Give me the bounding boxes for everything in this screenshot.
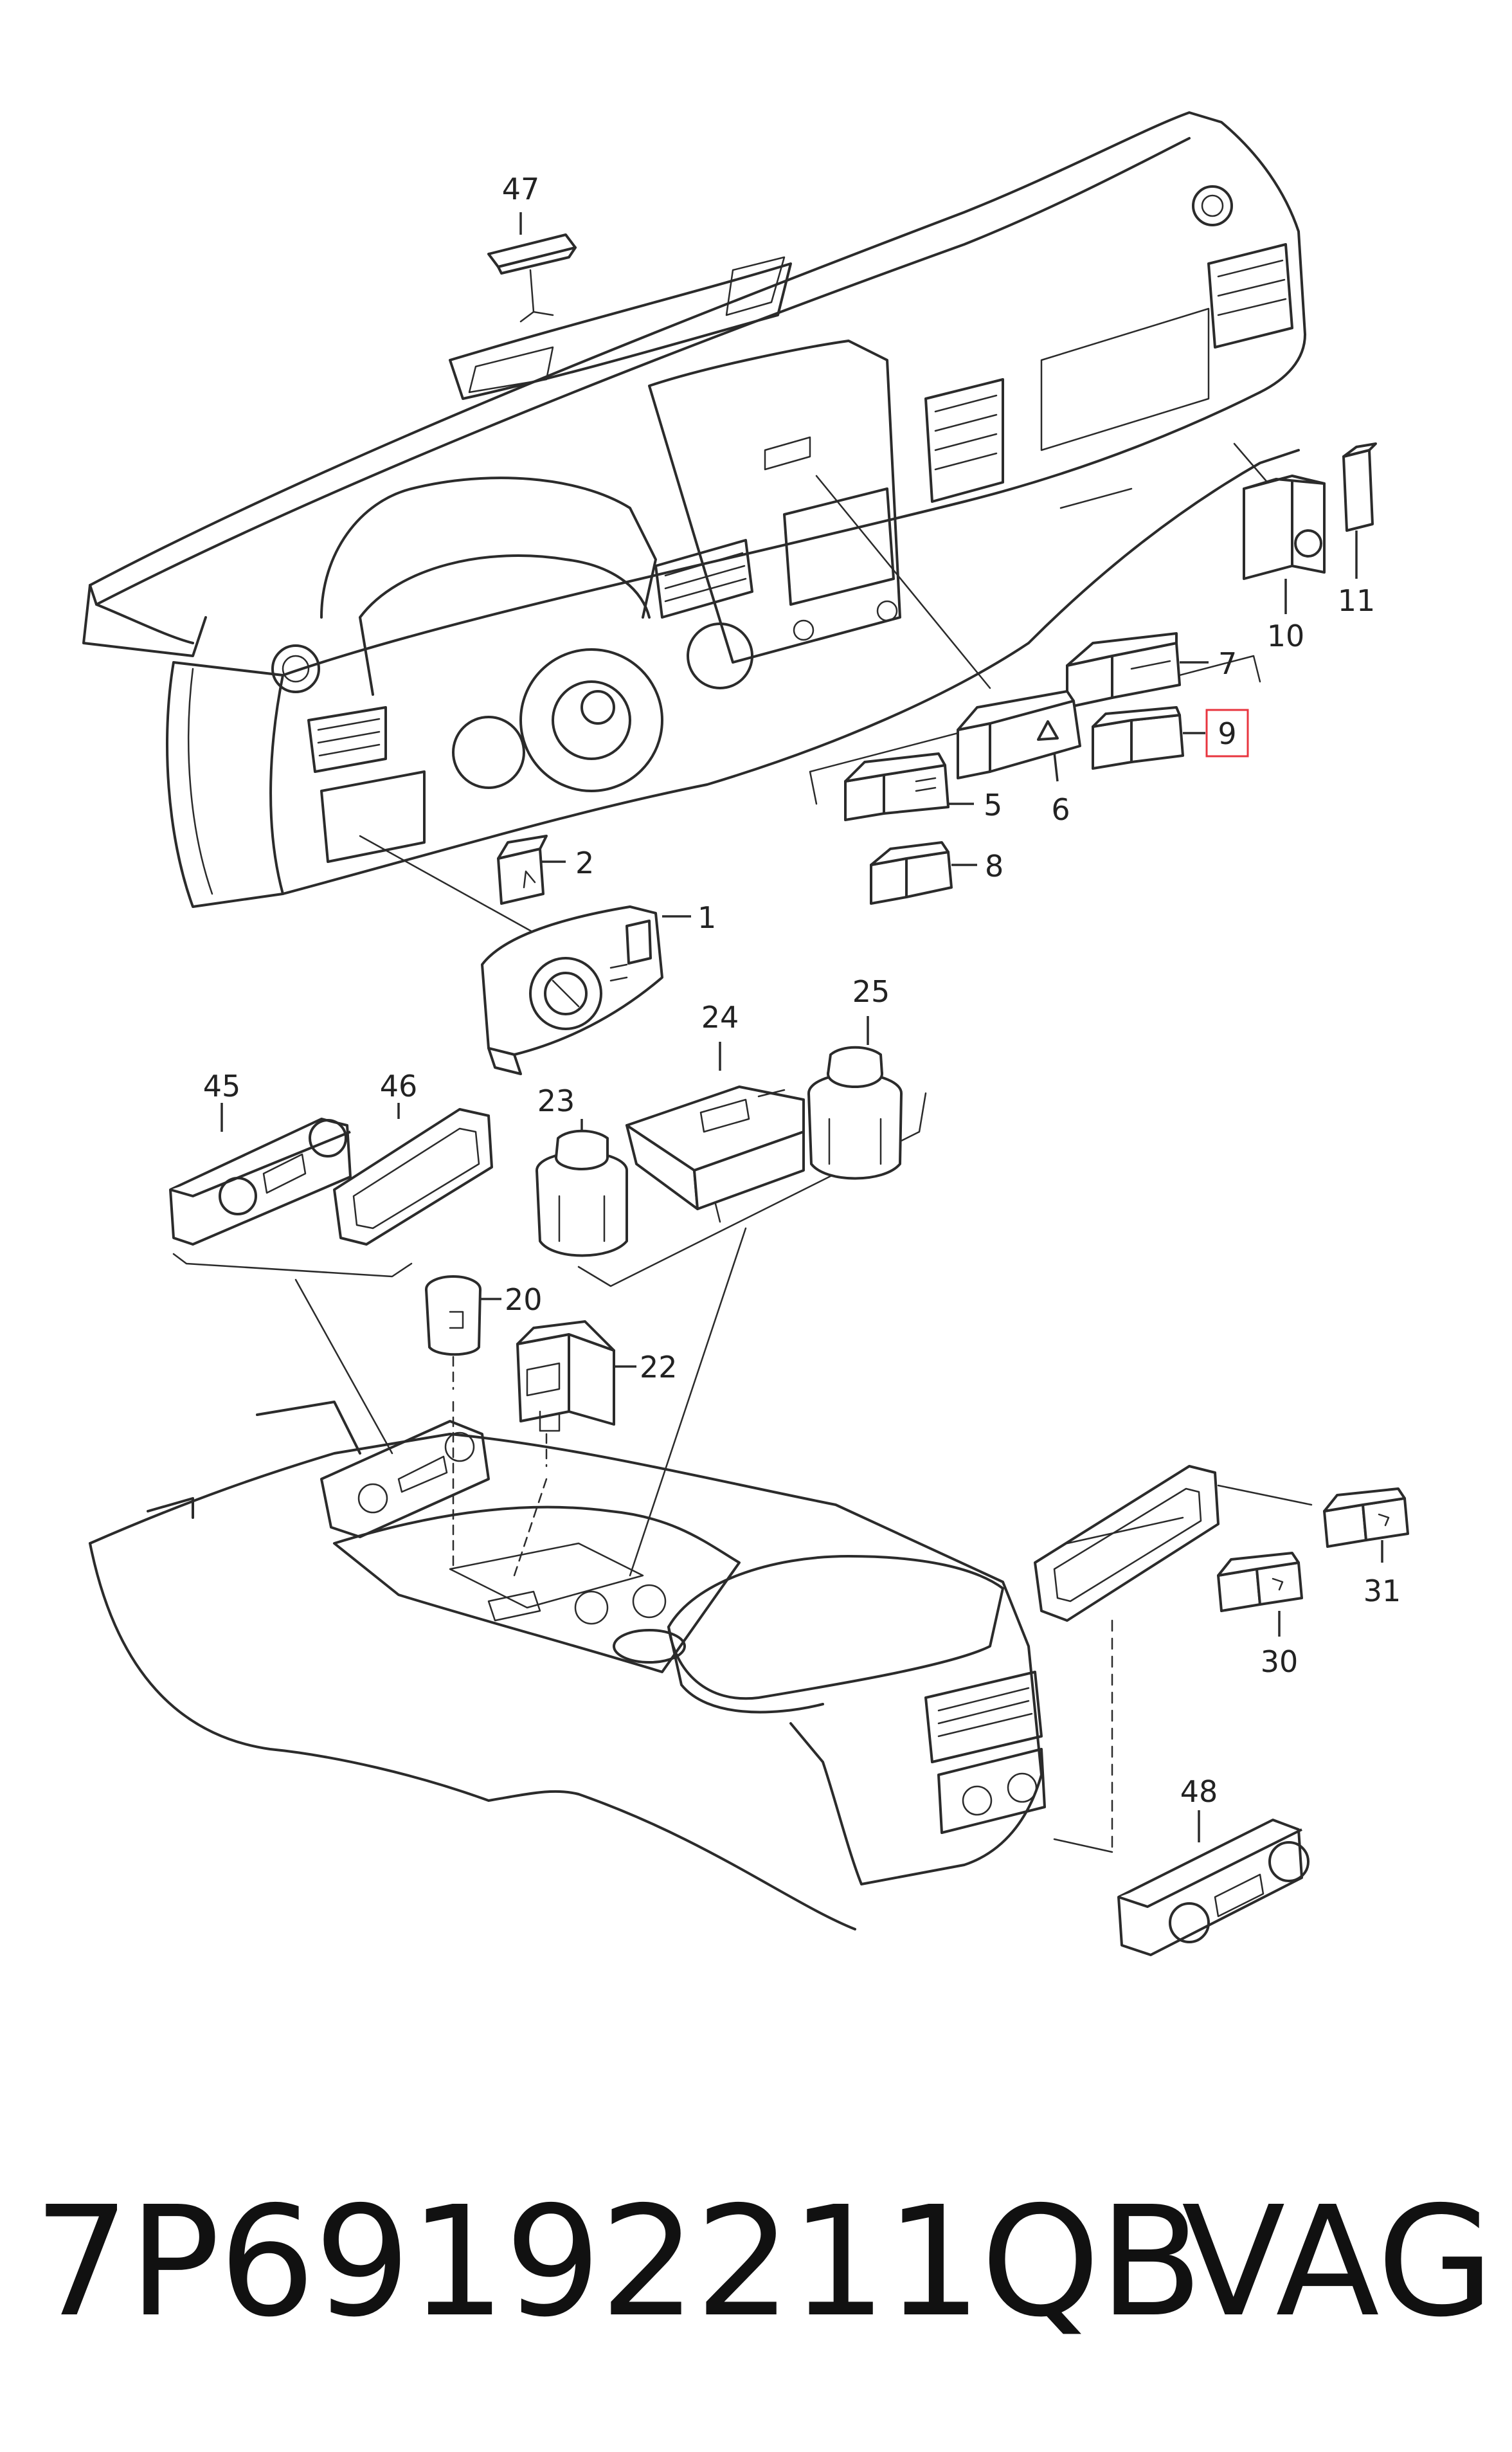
part-46 [333, 1103, 493, 1246]
brand-name: VAG [1182, 2174, 1495, 2350]
part-30 [1217, 1552, 1303, 1637]
callout-31: 31 [1364, 1574, 1401, 1608]
part-9 [1092, 706, 1205, 770]
part-22 [516, 1320, 636, 1467]
part-number: 7P69192211QB [33, 2174, 1203, 2350]
part-20 [425, 1275, 501, 1390]
callout-5: 5 [984, 788, 1002, 822]
callout-48: 48 [1180, 1774, 1218, 1809]
callout-6: 6 [1051, 792, 1070, 827]
callout-8: 8 [985, 849, 1004, 884]
callout-11: 11 [1338, 583, 1376, 618]
part-7 [1066, 632, 1209, 709]
part-24 [626, 1042, 805, 1210]
part-25 [807, 1016, 903, 1180]
center-console-illustration [89, 1227, 1046, 1930]
part-8 [870, 841, 977, 905]
part-5 [844, 752, 974, 821]
callout-10: 10 [1267, 619, 1305, 653]
callout-1: 1 [698, 900, 716, 935]
climate-panel-bracket [172, 1253, 413, 1278]
callout-47: 47 [502, 172, 540, 206]
callout-46: 46 [380, 1069, 418, 1103]
dashboard-illustration [82, 111, 1306, 934]
part-2 [497, 835, 566, 905]
part-11 [1342, 442, 1377, 579]
callout-24: 24 [701, 1000, 739, 1035]
callout-22: 22 [640, 1350, 678, 1385]
part-6 [957, 690, 1081, 782]
callout-7: 7 [1218, 646, 1237, 681]
part-1 [481, 905, 691, 1075]
callout-30: 30 [1261, 1644, 1299, 1679]
callout-9-highlight [1205, 709, 1249, 758]
part-31 [1323, 1487, 1409, 1563]
part-45 [169, 1103, 352, 1246]
part-10 [1243, 475, 1326, 614]
callout-25: 25 [852, 974, 890, 1009]
callout-20: 20 [505, 1282, 543, 1317]
callout-23: 23 [537, 1084, 575, 1118]
part-caption: 7P69192211QB VAG [0, 2148, 1512, 2405]
callout-45: 45 [203, 1069, 241, 1103]
part-47 [487, 212, 577, 323]
callout-labels: 47 11 10 7 9 6 5 8 2 1 24 25 23 45 46 20… [203, 172, 1401, 1809]
part-48 [1117, 1810, 1310, 1956]
callout-2: 2 [575, 846, 594, 880]
callout-9: 9 [1218, 716, 1236, 751]
rear-bezel [1034, 1465, 1313, 1853]
part-23 [536, 1119, 628, 1257]
